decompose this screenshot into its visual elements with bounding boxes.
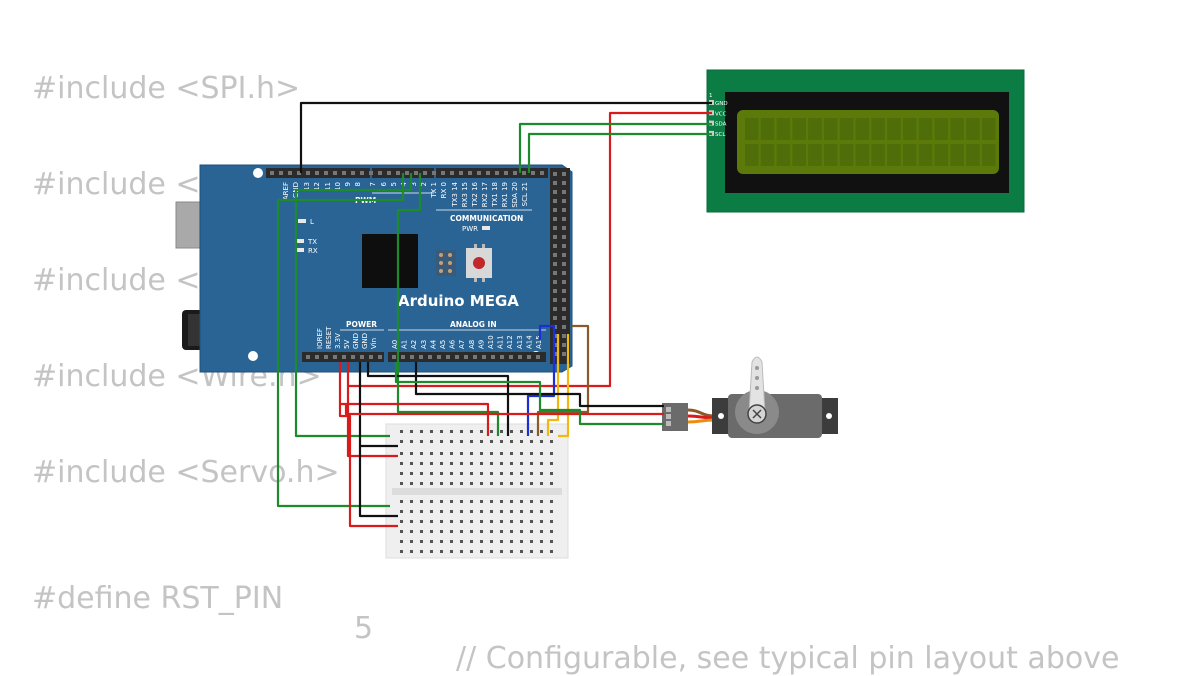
analog-pin-label: A9 bbox=[477, 340, 485, 349]
wire-servo-vcc bbox=[344, 404, 664, 416]
led-rx bbox=[296, 248, 304, 252]
top-pin-label: AREF bbox=[282, 182, 290, 200]
top-pin-label: SDA 20 bbox=[511, 182, 519, 208]
servo-horn bbox=[748, 356, 766, 414]
top-pin-label: 8 bbox=[354, 182, 362, 186]
wire-vcc-lcd bbox=[346, 111, 712, 388]
analog-pin-label: A12 bbox=[506, 335, 514, 349]
wire-d3 bbox=[276, 173, 405, 508]
lcd-pin-label: VCC bbox=[715, 111, 727, 117]
top-pin-label: 9 bbox=[344, 182, 352, 186]
analog-pin-label: A2 bbox=[410, 340, 418, 349]
wires bbox=[276, 101, 712, 528]
power-pin-label: IOREF bbox=[316, 328, 324, 349]
power-pin-label: 5V bbox=[343, 340, 351, 349]
wire-d4 bbox=[294, 173, 413, 438]
top-pin-label: 12 bbox=[313, 182, 321, 191]
analog-pin-label: A5 bbox=[439, 340, 447, 349]
power-pin-label: GND bbox=[352, 333, 360, 349]
svg-text:PWR: PWR bbox=[462, 225, 478, 233]
analog-pin-label: A15 bbox=[535, 335, 543, 349]
analog-pin-label: A13 bbox=[516, 335, 524, 349]
top-pin-label: 7 bbox=[369, 182, 377, 186]
wire-d2 bbox=[396, 173, 500, 436]
top-pin-label: SCL 21 bbox=[521, 182, 529, 206]
label-power: POWER bbox=[346, 320, 377, 329]
code-comment: // Configurable, see typical pin layout … bbox=[456, 641, 1120, 676]
wire-blue bbox=[526, 324, 556, 436]
analog-pin-label: A6 bbox=[449, 339, 457, 349]
top-pin-label: 6 bbox=[380, 181, 388, 186]
servo-connector bbox=[662, 403, 688, 431]
analog-pin-label: A7 bbox=[458, 340, 466, 349]
wire-yellow-2 bbox=[558, 334, 570, 438]
board-title: Arduino MEGA bbox=[398, 292, 519, 310]
servo-motor bbox=[662, 356, 838, 438]
lcd-pin-label: GND bbox=[715, 101, 728, 107]
svg-text:1: 1 bbox=[709, 93, 713, 99]
analog-pin-label: A4 bbox=[429, 339, 437, 349]
microcontroller-chip bbox=[362, 234, 418, 288]
analog-pin-label: A1 bbox=[401, 340, 409, 349]
wire-servo-gnd bbox=[414, 362, 664, 408]
top-pin-label: RX2 17 bbox=[481, 182, 489, 207]
led-pwr bbox=[482, 226, 490, 230]
wire-sda-lcd bbox=[518, 122, 712, 173]
wire-brown bbox=[536, 324, 590, 436]
wire-servo-signal bbox=[394, 362, 664, 426]
top-pin-label: 2 bbox=[420, 182, 428, 186]
top-pin-label: 11 bbox=[324, 182, 332, 191]
label-analog-in: ANALOG IN bbox=[450, 320, 497, 329]
analog-pin-label: A11 bbox=[497, 335, 505, 349]
code-define: #define RST_PIN bbox=[32, 581, 284, 616]
top-header-comm bbox=[436, 168, 548, 178]
wire-scl-lcd bbox=[527, 132, 712, 173]
lcd-module: 1 GND VCC SDA SCL bbox=[706, 69, 1025, 213]
analog-pin-label: A3 bbox=[420, 340, 428, 349]
top-pin-label: 10 bbox=[334, 182, 342, 191]
power-pin-label: RESET bbox=[325, 326, 333, 349]
lcd-pin-label: SDA bbox=[715, 122, 727, 128]
power-pin-label: GND bbox=[361, 333, 369, 349]
wire-yellow-1 bbox=[546, 334, 560, 436]
label-communication: COMMUNICATION bbox=[450, 214, 523, 223]
top-pin-label: TX 1 bbox=[430, 182, 438, 199]
svg-text:RX: RX bbox=[308, 247, 318, 255]
top-pin-label: RX1 19 bbox=[501, 182, 509, 207]
top-pin-label: 5 bbox=[390, 182, 398, 186]
top-pin-label: 3 bbox=[410, 182, 418, 186]
power-pin-label: Vin bbox=[370, 338, 378, 349]
power-pin-label: 3.3V bbox=[334, 333, 342, 349]
lcd-pin-label: SCL bbox=[715, 132, 726, 138]
analog-pin-label: A8 bbox=[468, 340, 476, 349]
top-pin-label: RX3 15 bbox=[461, 182, 469, 207]
svg-text:TX: TX bbox=[307, 238, 317, 246]
wire-gnd-lcd bbox=[299, 101, 712, 173]
analog-pin-label: A14 bbox=[525, 335, 533, 349]
led-l bbox=[298, 219, 306, 223]
top-pin-label: TX2 16 bbox=[471, 181, 479, 207]
top-pin-label: TX1 18 bbox=[491, 182, 499, 208]
led-tx bbox=[296, 239, 304, 243]
reset-button-cap[interactable] bbox=[473, 257, 485, 269]
top-pin-label: 13 bbox=[303, 182, 311, 191]
svg-text:L: L bbox=[310, 218, 314, 226]
analog-pin-label: A10 bbox=[487, 335, 495, 349]
wire-5v-bb bbox=[338, 362, 490, 436]
top-pin-label: RX 0 bbox=[440, 182, 448, 198]
breadboard bbox=[385, 423, 569, 559]
analog-pin-label: A0 bbox=[391, 340, 399, 349]
top-pin-label: TX3 14 bbox=[451, 181, 459, 207]
